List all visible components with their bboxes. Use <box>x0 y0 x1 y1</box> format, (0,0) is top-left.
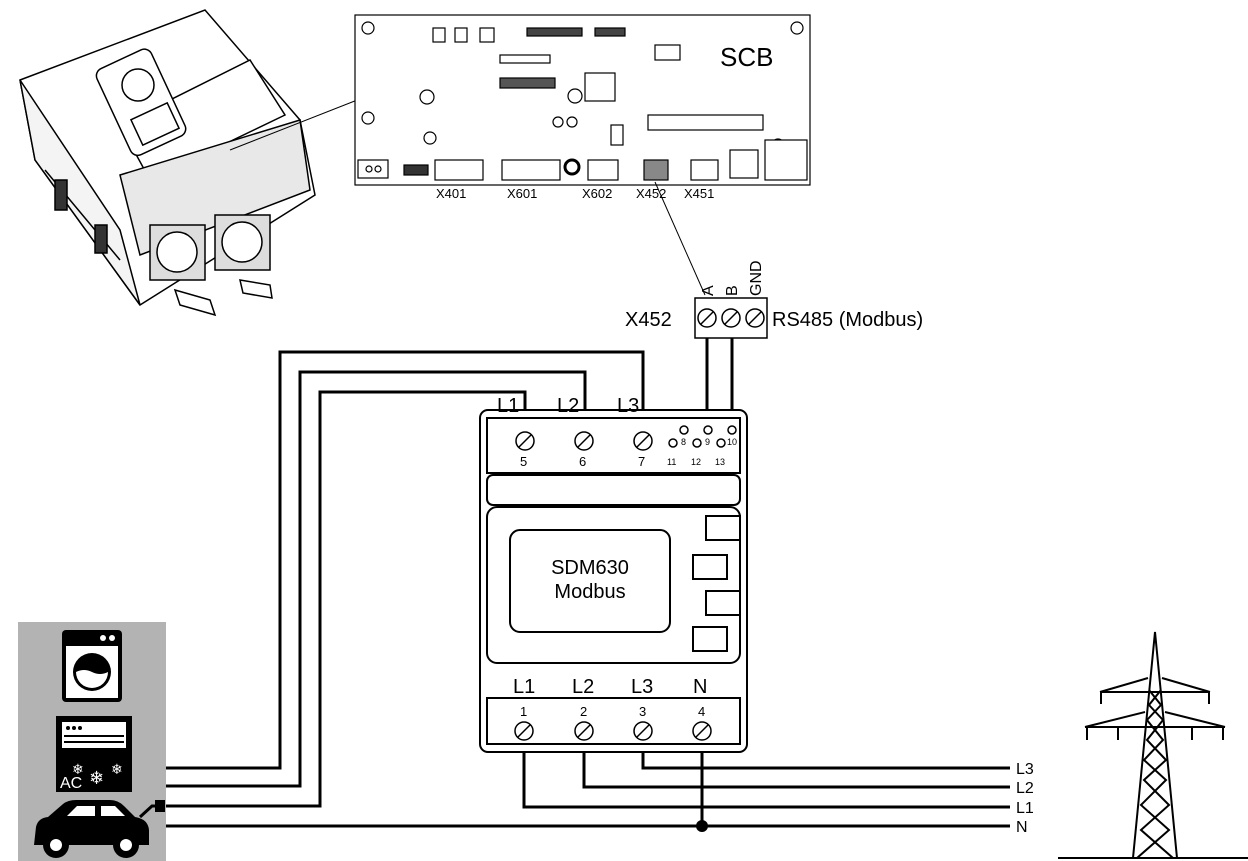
connector-label-x401: X401 <box>436 186 466 201</box>
meter-top-label-l2: L2 <box>557 395 579 417</box>
wire-grid-l1 <box>522 732 1010 809</box>
electric-car-icon <box>34 800 165 858</box>
air-conditioner-label: AC <box>60 775 82 792</box>
x452-terminal-block <box>694 297 768 339</box>
meter-bottom-label-l2: L2 <box>572 676 594 698</box>
inverter-icon <box>19 9 316 317</box>
meter-model-line2: Modbus <box>554 581 625 603</box>
x452-callout-line <box>654 181 706 296</box>
terminal-number-4: 4 <box>698 704 705 719</box>
terminal-number-5: 5 <box>520 454 527 469</box>
terminal-number-2: 2 <box>580 704 587 719</box>
meter-screws <box>514 425 737 741</box>
scb-board <box>354 14 811 186</box>
washing-machine-icon <box>62 630 122 702</box>
power-pylon-icon <box>1058 631 1248 859</box>
terminal-block-name: X452 <box>625 309 672 331</box>
terminal-number-3: 3 <box>639 704 646 719</box>
grid-label-l2: L2 <box>1016 780 1034 797</box>
terminal-block-description: RS485 (Modbus) <box>772 309 923 331</box>
meter-bottom-label-l3: L3 <box>631 676 653 698</box>
grid-label-l3: L3 <box>1016 761 1034 778</box>
meter-bottom-label-l1: L1 <box>513 676 535 698</box>
terminal-number-9: 9 <box>705 437 710 447</box>
connector-label-x601: X601 <box>507 186 537 201</box>
wire-load-l1 <box>165 390 527 808</box>
scb-connector-labels: X401 X601 X602 X452 X451 <box>436 186 714 201</box>
pin-label-a: A <box>700 285 717 296</box>
connector-label-x452: X452 <box>636 186 666 201</box>
air-conditioner-icon: ❄ ❄ ❄ AC <box>56 716 132 792</box>
meter-top-label-l3: L3 <box>617 395 639 417</box>
meter-bottom-label-n: N <box>693 676 707 698</box>
wire-load-l2 <box>165 370 587 788</box>
terminal-number-7: 7 <box>638 454 645 469</box>
terminal-number-8: 8 <box>681 437 686 447</box>
svg-text:❄: ❄ <box>89 768 104 789</box>
meter-model-line1: SDM630 <box>551 557 629 579</box>
neutral-junction-dot <box>696 820 708 832</box>
terminal-number-1: 1 <box>520 704 527 719</box>
wire-load-l3 <box>165 350 645 770</box>
grid-label-l1: L1 <box>1016 800 1034 817</box>
svg-text:❄: ❄ <box>111 762 123 778</box>
terminal-number-13: 13 <box>715 457 725 467</box>
meter-body <box>479 409 748 753</box>
callout-line <box>229 94 371 151</box>
terminal-number-11: 11 <box>667 457 676 467</box>
svg-text:❄: ❄ <box>72 762 84 778</box>
terminal-number-12: 12 <box>691 457 701 467</box>
terminal-number-10: 10 <box>727 437 737 447</box>
pin-label-b: B <box>724 285 741 296</box>
connector-label-x451: X451 <box>684 186 714 201</box>
connector-label-x602: X602 <box>582 186 612 201</box>
scb-title: SCB <box>720 42 773 72</box>
meter-top-label-l1: L1 <box>497 395 519 417</box>
pin-label-gnd: GND <box>748 260 765 296</box>
terminal-number-6: 6 <box>579 454 586 469</box>
grid-label-n: N <box>1016 819 1028 836</box>
